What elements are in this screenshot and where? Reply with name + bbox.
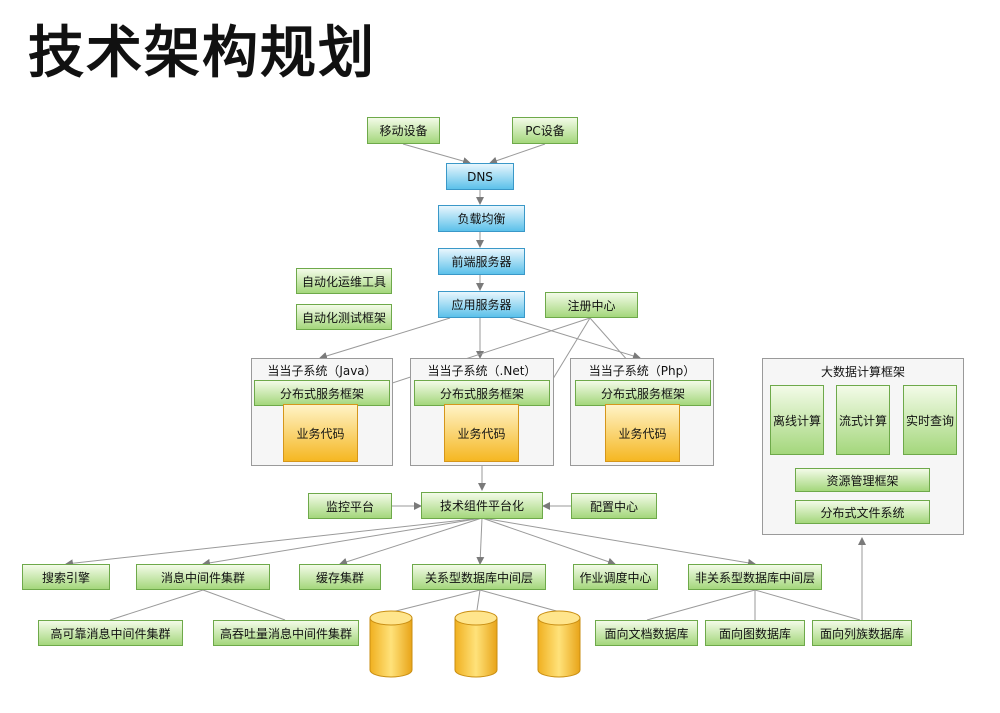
registry-center-node: 注册中心 [545, 292, 638, 318]
connector-platform-rdb [476, 517, 485, 565]
connector-platform-nosql [481, 517, 756, 567]
app-server-node: 应用服务器 [438, 291, 525, 318]
business-code-block: 业务代码 [605, 404, 680, 462]
connector-platform-mq [202, 517, 483, 567]
connector-mq-ha [109, 589, 204, 621]
auto-ops-tool-node: 自动化运维工具 [296, 268, 392, 294]
connector-pc-dns [489, 143, 546, 165]
page-title: 技术架构规划 [28, 21, 376, 86]
connector-platform-search [65, 517, 483, 568]
realtime-query-node: 实时查询 [903, 385, 957, 455]
load-balancer-node: 负载均衡 [438, 205, 525, 232]
graph-db-node: 面向图数据库 [705, 620, 805, 646]
auto-test-framework-node: 自动化测试框架 [296, 304, 392, 330]
document-db-node: 面向文档数据库 [595, 620, 698, 646]
connector-nosql-doc [646, 589, 756, 621]
database-icon-1 [369, 610, 413, 678]
mobile-device-node: 移动设备 [367, 117, 440, 144]
distributed-service-framework: 分布式服务框架 [414, 380, 550, 406]
subsystem-title: 当当子系统（Php） [588, 364, 696, 378]
connector-rdb-db3 [479, 589, 561, 613]
connector-mobile-dns [402, 143, 471, 165]
database-icon-3 [537, 610, 581, 678]
connector-platform-job [481, 517, 616, 566]
distributed-file-system-node: 分布式文件系统 [795, 500, 930, 524]
database-icon-2 [454, 610, 498, 678]
business-code-block: 业务代码 [283, 404, 358, 462]
frontend-server-node: 前端服务器 [438, 248, 525, 275]
nosql-middleware-node: 非关系型数据库中间层 [688, 564, 822, 590]
connector-app-java [319, 317, 451, 360]
cache-cluster-node: 缓存集群 [299, 564, 381, 590]
subsystem-title: 当当子系统（Java） [267, 364, 377, 378]
column-family-db-node: 面向列族数据库 [812, 620, 912, 646]
pc-device-node: PC设备 [512, 117, 578, 144]
connector-nosql-column [754, 589, 861, 621]
offline-compute-node: 离线计算 [770, 385, 824, 455]
distributed-service-framework: 分布式服务框架 [254, 380, 390, 406]
connector-rdb-db1 [391, 589, 481, 613]
config-center-node: 配置中心 [571, 493, 657, 519]
connector-registry-java [364, 317, 591, 393]
subsystem-title: 当当子系统（.Net） [427, 364, 537, 378]
bigdata-title: 大数据计算框架 [820, 365, 905, 379]
dns-node: DNS [446, 163, 514, 190]
resource-management-node: 资源管理框架 [795, 468, 930, 492]
stream-compute-node: 流式计算 [836, 385, 890, 455]
search-engine-node: 搜索引擎 [22, 564, 110, 590]
message-middleware-cluster-node: 消息中间件集群 [136, 564, 270, 590]
connector-app-php [509, 317, 641, 360]
monitor-platform-node: 监控平台 [308, 493, 392, 519]
connector-mq-ht [202, 589, 286, 621]
relational-db-middleware-node: 关系型数据库中间层 [412, 564, 546, 590]
business-code-block: 业务代码 [444, 404, 519, 462]
connector-rdb-db2 [476, 589, 481, 611]
job-scheduling-center-node: 作业调度中心 [573, 564, 658, 590]
high-reliability-mq-cluster-node: 高可靠消息中间件集群 [38, 620, 183, 646]
distributed-service-framework: 分布式服务框架 [575, 380, 711, 406]
high-throughput-mq-cluster-node: 高吞吐量消息中间件集群 [213, 620, 359, 646]
tech-component-platform-node: 技术组件平台化 [421, 492, 543, 519]
connector-platform-cache [339, 517, 483, 566]
